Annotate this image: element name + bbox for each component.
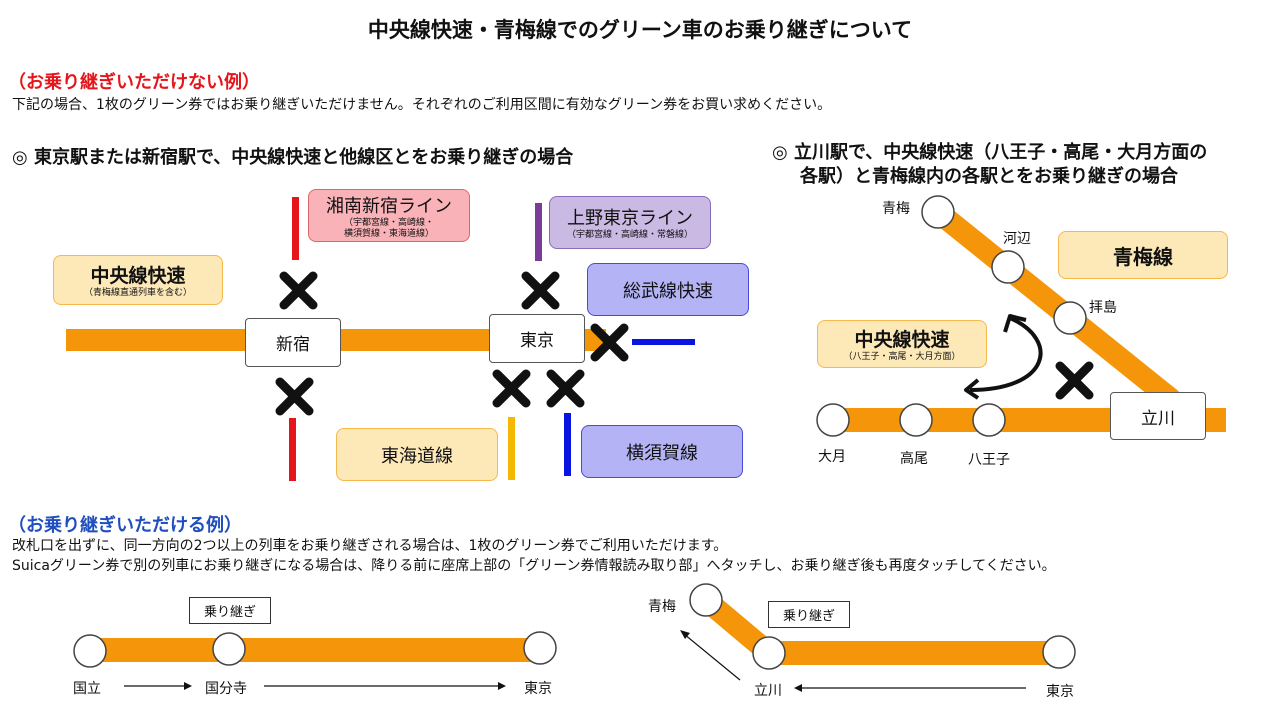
tokaido-line — [508, 417, 515, 480]
shonan-shinjuku-box: 湘南新宿ライン （宇都宮線・高崎線・ 横須賀線・東海道線） — [308, 189, 470, 242]
label-otsuki: 大月 — [818, 449, 846, 465]
cross-mark-tokyo-top — [521, 271, 560, 310]
chuo-rapid-box-sub: （青梅線直通列車を含む） — [83, 288, 192, 298]
arrowhead-2 — [498, 682, 506, 690]
ome-line-box: 青梅線 — [1058, 231, 1228, 279]
tokaido-box-title: 東海道線 — [381, 445, 453, 467]
cross-mark-shinjuku-top — [279, 271, 318, 310]
label-tachikawa-ok: 立川 — [754, 683, 782, 699]
arrowhead-1 — [184, 682, 192, 690]
ng-note: 下記の場合、1枚のグリーン券ではお乗り継ぎいただけません。それぞれのご利用区間に… — [12, 97, 832, 113]
ng-heading: （お乗り継ぎいただけない例） — [8, 72, 260, 93]
label-tokyo-ok2: 東京 — [1046, 684, 1074, 700]
label-ome: 青梅 — [882, 201, 910, 217]
page-title: 中央線快速・青梅線でのグリーン車のお乗り継ぎについて — [367, 18, 913, 42]
ueno-box-sub: （宇都宮線・高崎線・常磐線） — [566, 230, 693, 240]
arrowhead-4 — [794, 684, 802, 692]
tokaido-box: 東海道線 — [336, 428, 498, 481]
station-tachikawa: 立川 — [1110, 392, 1206, 440]
section2-heading-line1: ◎ 立川駅で、中央線快速（八王子・高尾・大月方面の — [772, 142, 1208, 163]
sobu-rapid-box: 総武線快速 — [587, 263, 749, 316]
station-takao — [899, 403, 933, 437]
ueno-box-title: 上野東京ライン — [567, 208, 693, 229]
ok-heading: （お乗り継ぎいただける例） — [8, 515, 242, 536]
transfer-curve-arrow — [969, 316, 1043, 392]
chuo-rapid-box-title: 中央線快速 — [90, 265, 186, 287]
cross-mark-tokyo-bottom-right — [546, 369, 585, 408]
transfer-label-2: 乗り継ぎ — [768, 601, 850, 628]
station-tokyo-ok2 — [1042, 635, 1076, 669]
shonan-box-title: 湘南新宿ライン — [326, 195, 452, 217]
label-haijima: 拝島 — [1089, 300, 1117, 316]
ome-line — [931, 203, 1179, 409]
station-kabe — [991, 250, 1025, 284]
station-otsuki — [816, 403, 850, 437]
label-ome-ok: 青梅 — [648, 599, 676, 615]
ueno-tokyo-box: 上野東京ライン （宇都宮線・高崎線・常磐線） — [549, 196, 711, 249]
cross-mark-tokyo-bottom-left — [492, 369, 531, 408]
label-kunitachi: 国立 — [73, 681, 101, 697]
shonan-box-sub2: 横須賀線・東海道線） — [343, 228, 434, 239]
chuo-rapid-box: 中央線快速 （青梅線直通列車を含む） — [53, 255, 223, 305]
chuo-box2-title: 中央線快速 — [854, 329, 950, 351]
arrowhead-top — [1003, 314, 1027, 333]
station-haijima — [1053, 301, 1087, 335]
label-tokyo-ok1: 東京 — [524, 681, 552, 697]
label-hachioji: 八王子 — [968, 452, 1010, 468]
section1-heading: ◎ 東京駅または新宿駅で、中央線快速と他線区とをお乗り継ぎの場合 — [12, 147, 574, 168]
ueno-tokyo-line — [535, 203, 542, 261]
station-tachikawa-ok — [752, 636, 786, 670]
sobu-line — [632, 339, 695, 345]
station-kunitachi — [73, 634, 107, 668]
station-tokyo: 東京 — [489, 314, 585, 363]
station-hachioji — [972, 403, 1006, 437]
arrowhead-3 — [680, 630, 690, 639]
yokosuka-box-title: 横須賀線 — [626, 442, 698, 464]
shonan-box-sub1: （宇都宮線・高崎線・ — [343, 217, 434, 228]
label-takao: 高尾 — [900, 451, 928, 467]
ok-line-2 — [769, 641, 1059, 665]
section2-heading-line2: 各駅）と青梅線内の各駅とをお乗り継ぎの場合 — [800, 166, 1178, 187]
label-kabe: 河辺 — [1003, 231, 1031, 247]
cross-mark-tokyo-right — [590, 323, 629, 362]
shonan-line-top — [292, 197, 299, 260]
chuo-box2-sub: （八王子・高尾・大月方面） — [843, 352, 961, 362]
ok-line-1 — [90, 638, 540, 662]
station-ome-ok — [689, 583, 723, 617]
arrow-to-ome — [683, 633, 741, 681]
station-ome — [921, 195, 955, 229]
ok-note-1: 改札口を出ずに、同一方向の2つ以上の列車をお乗り継ぎされる場合は、1枚のグリーン… — [12, 538, 728, 554]
label-kokubunji: 国分寺 — [205, 681, 247, 697]
station-shinjuku: 新宿 — [245, 318, 341, 367]
transfer-label-1: 乗り継ぎ — [189, 597, 271, 624]
ome-box-title: 青梅線 — [1113, 244, 1173, 269]
chuo-rapid-box-right: 中央線快速 （八王子・高尾・大月方面） — [817, 320, 987, 368]
arrowhead-bottom — [964, 378, 980, 400]
yokosuka-box: 横須賀線 — [581, 425, 743, 478]
station-kokubunji — [212, 632, 246, 666]
cross-mark-tachikawa — [1055, 361, 1094, 400]
ok-note-2: Suicaグリーン券で別の列車にお乗り継ぎになる場合は、降りる前に座席上部の「グ… — [12, 558, 1056, 574]
cross-mark-shinjuku-bottom — [275, 377, 314, 416]
sobu-box-title: 総武線快速 — [623, 280, 713, 302]
yokosuka-line — [564, 413, 571, 476]
station-tokyo-ok1 — [523, 631, 557, 665]
shonan-line-bottom — [289, 418, 296, 481]
